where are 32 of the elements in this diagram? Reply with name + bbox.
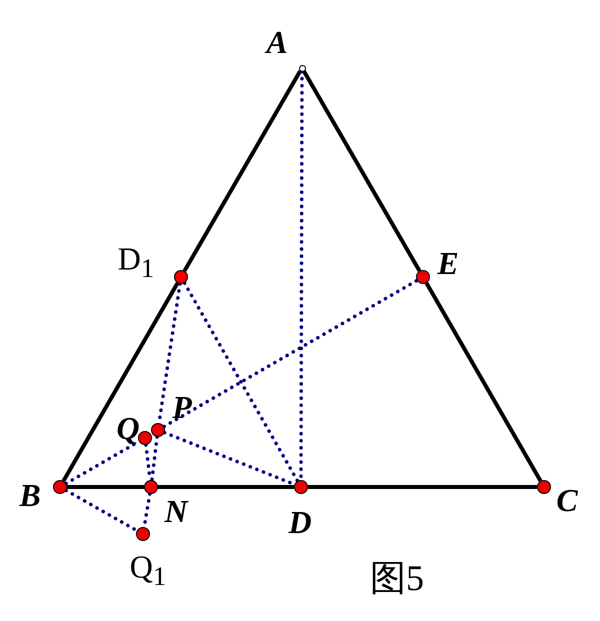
point-marker: [138, 431, 152, 445]
point-label: D$_{1}$: [118, 242, 154, 282]
dotted-line: [162, 278, 419, 428]
point-marker: [416, 270, 430, 284]
line-segment: [62, 282, 180, 482]
line-segment: [308, 485, 537, 489]
point-label: E: [437, 247, 459, 279]
line-segment: [182, 70, 302, 272]
dotted-line: [182, 281, 300, 483]
point-marker: [174, 270, 188, 284]
line-segment: [67, 485, 144, 489]
point-marker: [151, 423, 165, 437]
point-marker: [537, 480, 551, 494]
point-marker: [53, 480, 67, 494]
point-marker: [136, 527, 150, 541]
point-label: Q$_{1}$: [130, 550, 166, 590]
point-marker: [294, 480, 308, 494]
point-marker: [144, 480, 158, 494]
point-label: Q: [116, 412, 140, 444]
point-label: A: [266, 26, 288, 58]
line-segment: [302, 70, 422, 272]
dotted-line: [150, 435, 159, 482]
point-label: D: [288, 506, 312, 538]
point-label: P: [172, 391, 192, 423]
line-segment: [424, 282, 542, 482]
point-label: N: [164, 495, 188, 527]
point-marker: [298, 64, 306, 72]
point-label: B: [19, 479, 41, 511]
point-label: C: [556, 484, 578, 516]
line-segment: [158, 485, 294, 489]
figure-caption: 图5: [370, 560, 424, 596]
dotted-line: [64, 488, 139, 532]
